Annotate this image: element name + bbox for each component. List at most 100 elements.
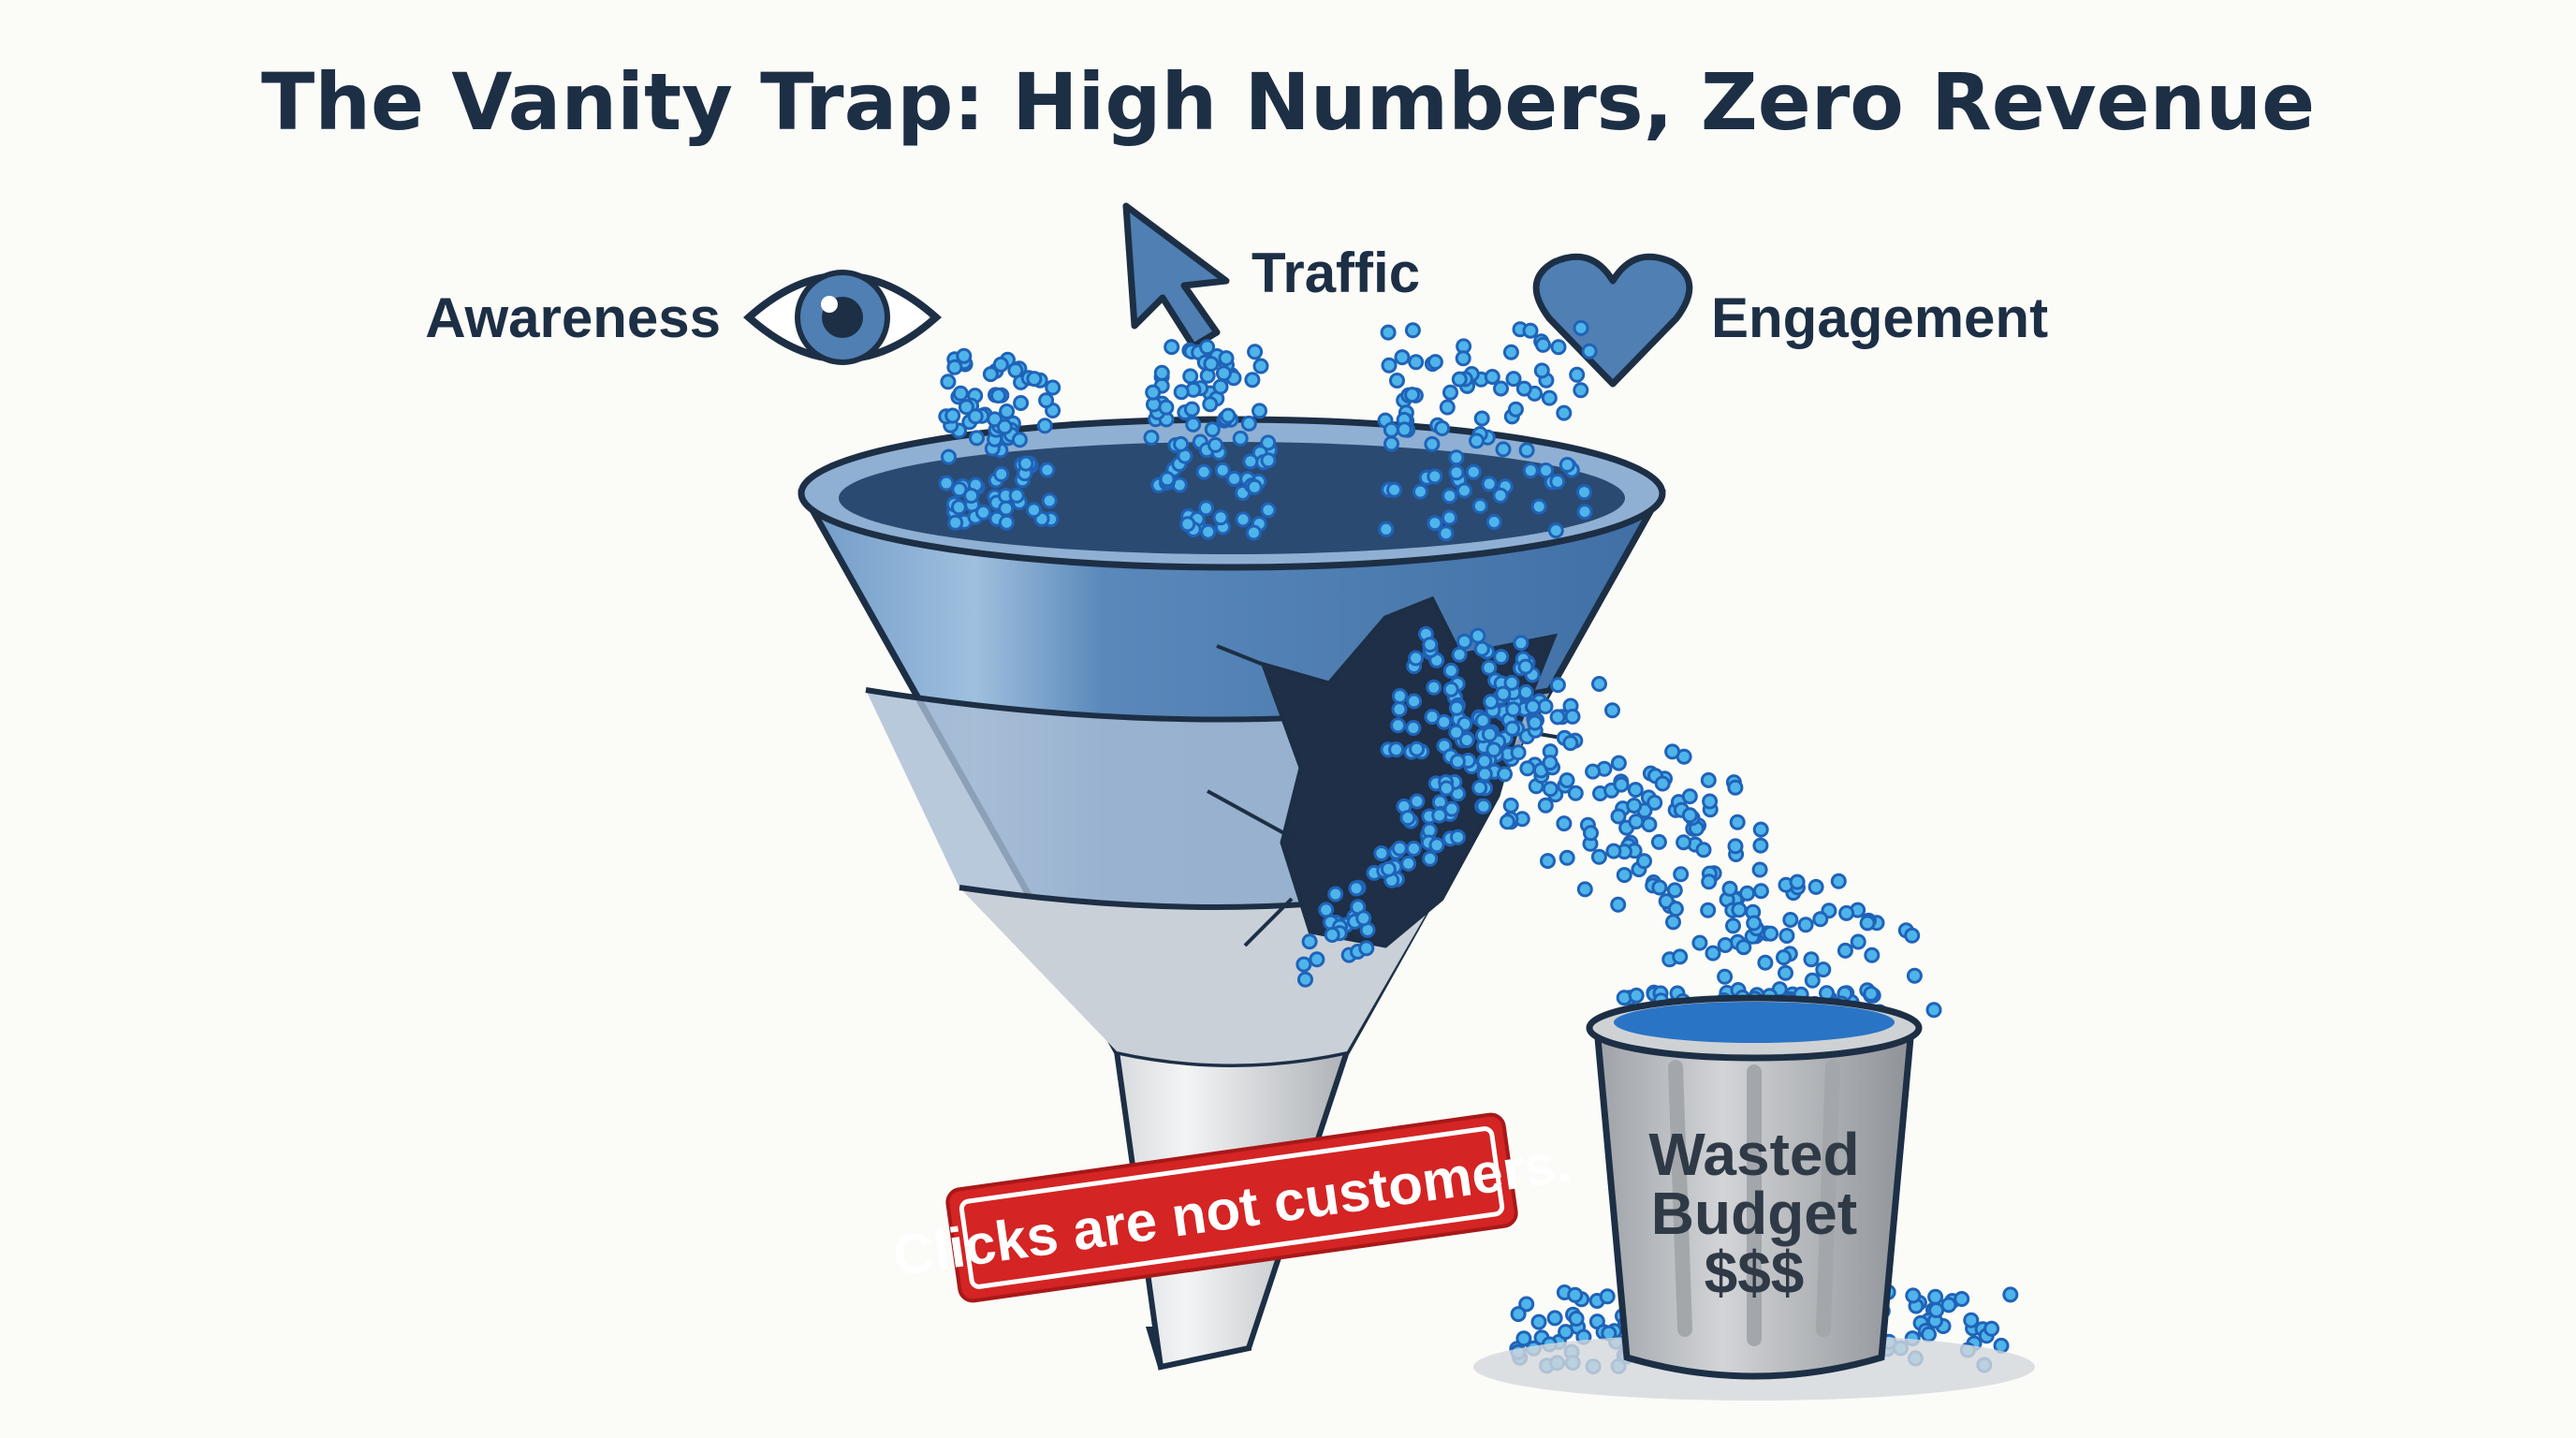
- particle-dot: [1424, 709, 1441, 726]
- particle-dot: [1404, 322, 1421, 339]
- particle-dot: [1507, 401, 1524, 418]
- particle-dot: [1327, 886, 1344, 902]
- particle-dot: [1383, 435, 1399, 452]
- particle-dot: [1535, 336, 1551, 353]
- particle-dot: [992, 356, 1009, 373]
- particle-dot: [1628, 814, 1645, 829]
- particle-dot: [1204, 421, 1221, 438]
- particle-dot: [1522, 462, 1539, 479]
- particle-dot: [1721, 880, 1738, 897]
- particle-dot: [952, 385, 969, 402]
- particle-dot: [1026, 502, 1042, 519]
- particle-dot: [1525, 698, 1541, 715]
- particle-dot: [1510, 744, 1527, 761]
- particle-dot: [1470, 627, 1486, 644]
- particle-dot: [1647, 794, 1663, 811]
- particle-dot: [1434, 420, 1451, 436]
- particle-dot: [1505, 371, 1522, 388]
- particle-dot: [1717, 968, 1734, 985]
- particle-dot: [1573, 319, 1589, 336]
- particle-dot: [1573, 382, 1589, 399]
- particle-dot: [947, 514, 964, 531]
- particle-dot: [1391, 840, 1408, 857]
- particle-dot: [1408, 650, 1425, 667]
- particle-dot: [1927, 1288, 1944, 1305]
- particle-dot: [1700, 771, 1717, 788]
- particle-dot: [1473, 410, 1490, 427]
- particle-dot: [1456, 633, 1472, 650]
- particle-dot: [1731, 902, 1748, 918]
- particle-dot: [1549, 677, 1566, 694]
- particle-dot: [1232, 430, 1249, 447]
- particle-dot: [1458, 732, 1475, 748]
- particle-dot: [1438, 525, 1455, 542]
- particle-dot: [1651, 879, 1668, 896]
- particle-dot: [1492, 487, 1509, 504]
- particle-dot: [1405, 841, 1422, 857]
- particle-dot: [1301, 933, 1318, 950]
- particle-dot: [1026, 371, 1043, 388]
- particle-dot: [996, 418, 1013, 435]
- particle-dot: [1752, 883, 1769, 900]
- particle-dot: [1559, 457, 1575, 473]
- particle-dot: [2002, 1286, 2019, 1303]
- stage-label-awareness: Awareness: [425, 286, 721, 349]
- particle-dot: [1666, 882, 1683, 899]
- particle-dot: [1518, 442, 1535, 459]
- particle-dot: [1830, 873, 1847, 889]
- particle-dot: [1442, 384, 1458, 401]
- particle-dot: [1240, 415, 1257, 432]
- particle-dot: [1145, 384, 1162, 401]
- particle-dot: [1983, 1320, 2000, 1337]
- particle-dot: [1041, 492, 1058, 509]
- particle-dot: [940, 374, 957, 390]
- particle-dot: [1247, 344, 1264, 360]
- particle-dot: [999, 404, 1016, 419]
- particle-dot: [1963, 1312, 1980, 1328]
- particle-dot: [1474, 712, 1491, 729]
- particle-dot: [1226, 470, 1243, 487]
- particle-dot: [1542, 781, 1559, 798]
- particle-dot: [1676, 834, 1692, 851]
- particle-dot: [1214, 462, 1231, 478]
- particle-dot: [1681, 788, 1698, 805]
- particle-dot: [1202, 396, 1219, 413]
- particle-dot: [1442, 509, 1457, 526]
- particle-dot: [1522, 322, 1539, 339]
- particle-dot: [1864, 946, 1881, 963]
- particle-dot: [1538, 462, 1555, 478]
- particle-dot: [1667, 901, 1684, 917]
- particle-dot: [1159, 471, 1176, 488]
- particle-dot: [1218, 350, 1235, 367]
- particle-dot: [1409, 793, 1426, 810]
- particle-dot: [1182, 368, 1199, 385]
- particle-dot: [1185, 416, 1202, 433]
- particle-dot: [1173, 384, 1190, 401]
- particle-dot: [1471, 780, 1488, 796]
- particle-dot: [1449, 753, 1466, 770]
- particle-dot: [1443, 800, 1460, 817]
- particle-dot: [1530, 498, 1547, 515]
- particle-dot: [1212, 378, 1229, 395]
- particle-dot: [1502, 344, 1519, 360]
- particle-dot: [1246, 478, 1263, 495]
- particle-dot: [1576, 484, 1592, 501]
- particle-dot: [1665, 914, 1681, 931]
- particle-dot: [1252, 358, 1269, 374]
- particle-dot: [1752, 821, 1769, 838]
- stage-label-traffic: Traffic: [1251, 242, 1420, 304]
- particle-dot: [1428, 837, 1445, 854]
- particle-dot: [1564, 708, 1581, 725]
- particle-dot: [938, 475, 955, 492]
- particle-dot: [1011, 432, 1028, 448]
- particle-dot: [1422, 850, 1439, 867]
- particle-dot: [1556, 404, 1573, 421]
- particle-dot: [1541, 389, 1558, 406]
- particle-dot: [1789, 873, 1806, 890]
- particle-dot: [1260, 452, 1277, 469]
- particle-dot: [1610, 808, 1627, 825]
- particle-dot: [993, 466, 1010, 482]
- particle-dot: [1493, 649, 1510, 666]
- particle-dot: [1427, 354, 1443, 371]
